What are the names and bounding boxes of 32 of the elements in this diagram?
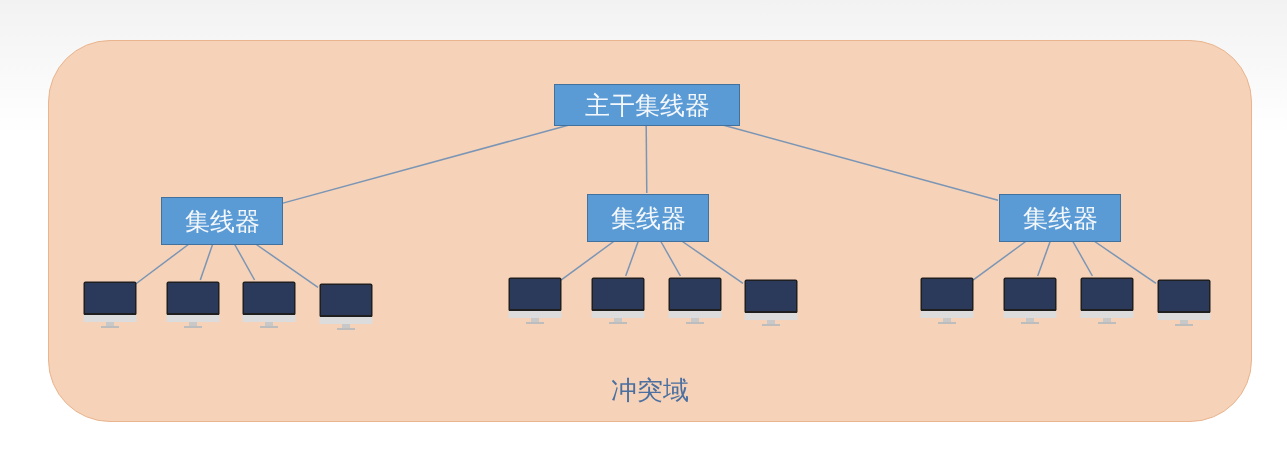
monitor-icon — [920, 277, 974, 325]
connector-line — [233, 243, 256, 281]
connector-line — [199, 243, 214, 281]
monitor-icon — [83, 281, 137, 329]
monitor-icon — [591, 277, 645, 325]
monitor-icon — [1080, 277, 1134, 325]
connector-line — [1036, 240, 1052, 277]
connector-line — [645, 124, 648, 194]
collision-domain-region — [48, 40, 1252, 422]
monitor-icon — [508, 277, 562, 325]
monitor-icon — [242, 281, 296, 329]
connector-line — [560, 240, 616, 281]
connector-line — [135, 243, 190, 285]
connector-line — [972, 240, 1028, 281]
hub-box: 集线器 — [161, 197, 283, 245]
connector-line — [1093, 240, 1157, 285]
region-label: 冲突域 — [611, 374, 689, 407]
monitor-icon — [1003, 277, 1057, 325]
hub-box: 集线器 — [587, 194, 709, 242]
hub-box: 集线器 — [999, 194, 1121, 242]
monitor-icon — [319, 283, 373, 331]
connector-line — [681, 240, 744, 285]
connector-line — [1071, 240, 1094, 277]
monitor-icon — [1157, 279, 1211, 327]
connector-line — [254, 243, 319, 288]
connector-line — [659, 240, 682, 277]
monitor-icon — [668, 277, 722, 325]
monitor-icon — [166, 281, 220, 329]
hub-box: 主干集线器 — [554, 84, 740, 126]
monitor-icon — [744, 279, 798, 327]
connector-line — [722, 124, 999, 202]
connector-line — [624, 240, 640, 277]
